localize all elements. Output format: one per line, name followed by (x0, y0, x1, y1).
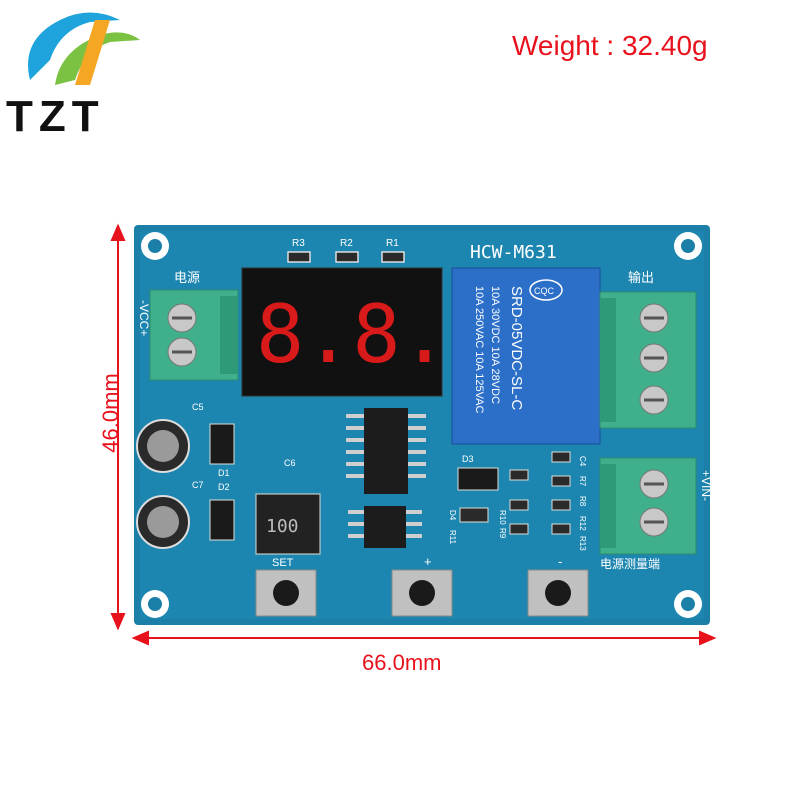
inductor: C6 100 (255, 458, 321, 555)
weight-label: Weight : 32.40g (512, 30, 708, 61)
microcontroller-ic (346, 408, 426, 494)
svg-text:D2: D2 (218, 482, 230, 492)
smd-components: D3 C4 R7 R8 R9 R10 R11 D4 R12 R13 (448, 451, 587, 551)
brand-name: TZT (6, 92, 105, 141)
measure-terminal-block (599, 457, 697, 555)
power-terminal-block (149, 289, 239, 381)
minus-button[interactable] (527, 569, 589, 617)
output-label: 输出 (628, 270, 654, 285)
svg-text:100: 100 (266, 516, 299, 537)
minus-button-label: - (558, 554, 562, 569)
relay-model: SRD-05VDC-SL-C (508, 286, 525, 410)
svg-text:R11: R11 (448, 530, 457, 545)
designator-r1: R1 (386, 238, 399, 249)
svg-text:R12: R12 (578, 516, 587, 531)
svg-text:D3: D3 (462, 454, 474, 464)
plus-button[interactable] (391, 569, 453, 617)
svg-text:R8: R8 (578, 496, 587, 507)
width-dimension-label: 66.0mm (362, 650, 442, 675)
svg-text:C7: C7 (192, 480, 204, 490)
relay-rating-line1: 10A 250VAC 10A 125VAC (473, 286, 485, 413)
mounting-holes (141, 232, 702, 618)
designator-r3: R3 (292, 238, 305, 249)
svg-text:C4: C4 (578, 456, 587, 467)
relay-cqc-mark: CQC (534, 286, 555, 296)
electrolytic-capacitors: C5 C7 (136, 402, 204, 549)
regulator-ic (348, 506, 422, 548)
designator-r2: R2 (340, 238, 353, 249)
svg-text:C5: C5 (192, 402, 204, 412)
logo-mark-icon (28, 12, 140, 85)
vcc-label: -VCC+ (137, 300, 151, 336)
svg-text:R7: R7 (578, 476, 587, 487)
set-button[interactable] (255, 569, 317, 617)
svg-text:D1: D1 (218, 468, 230, 478)
measure-label: 电源测量端 (600, 557, 660, 571)
svg-text:R10: R10 (498, 510, 507, 525)
vin-label: +VIN- (699, 470, 713, 501)
svg-text:C6: C6 (284, 458, 296, 468)
relay-rating-line2: 10A 30VDC 10A 28VDC (489, 286, 501, 404)
resistor-row: R3 R2 R1 (287, 238, 405, 263)
width-dimension-arrow (131, 630, 717, 646)
diodes: D1 D2 (209, 423, 235, 541)
board-model-label: HCW-M631 (470, 242, 557, 263)
plus-button-label: + (424, 554, 432, 569)
svg-text:D4: D4 (448, 510, 457, 521)
brand-logo: TZT (0, 0, 160, 150)
height-dimension-arrow (110, 223, 126, 631)
output-terminal-block (599, 291, 697, 429)
svg-text:R13: R13 (578, 536, 587, 551)
svg-text:R9: R9 (498, 528, 507, 539)
power-label: 电源 (174, 270, 200, 285)
set-button-label: SET (272, 557, 294, 569)
relay: 10A 250VAC 10A 125VAC 10A 30VDC 10A 28VD… (451, 267, 601, 445)
